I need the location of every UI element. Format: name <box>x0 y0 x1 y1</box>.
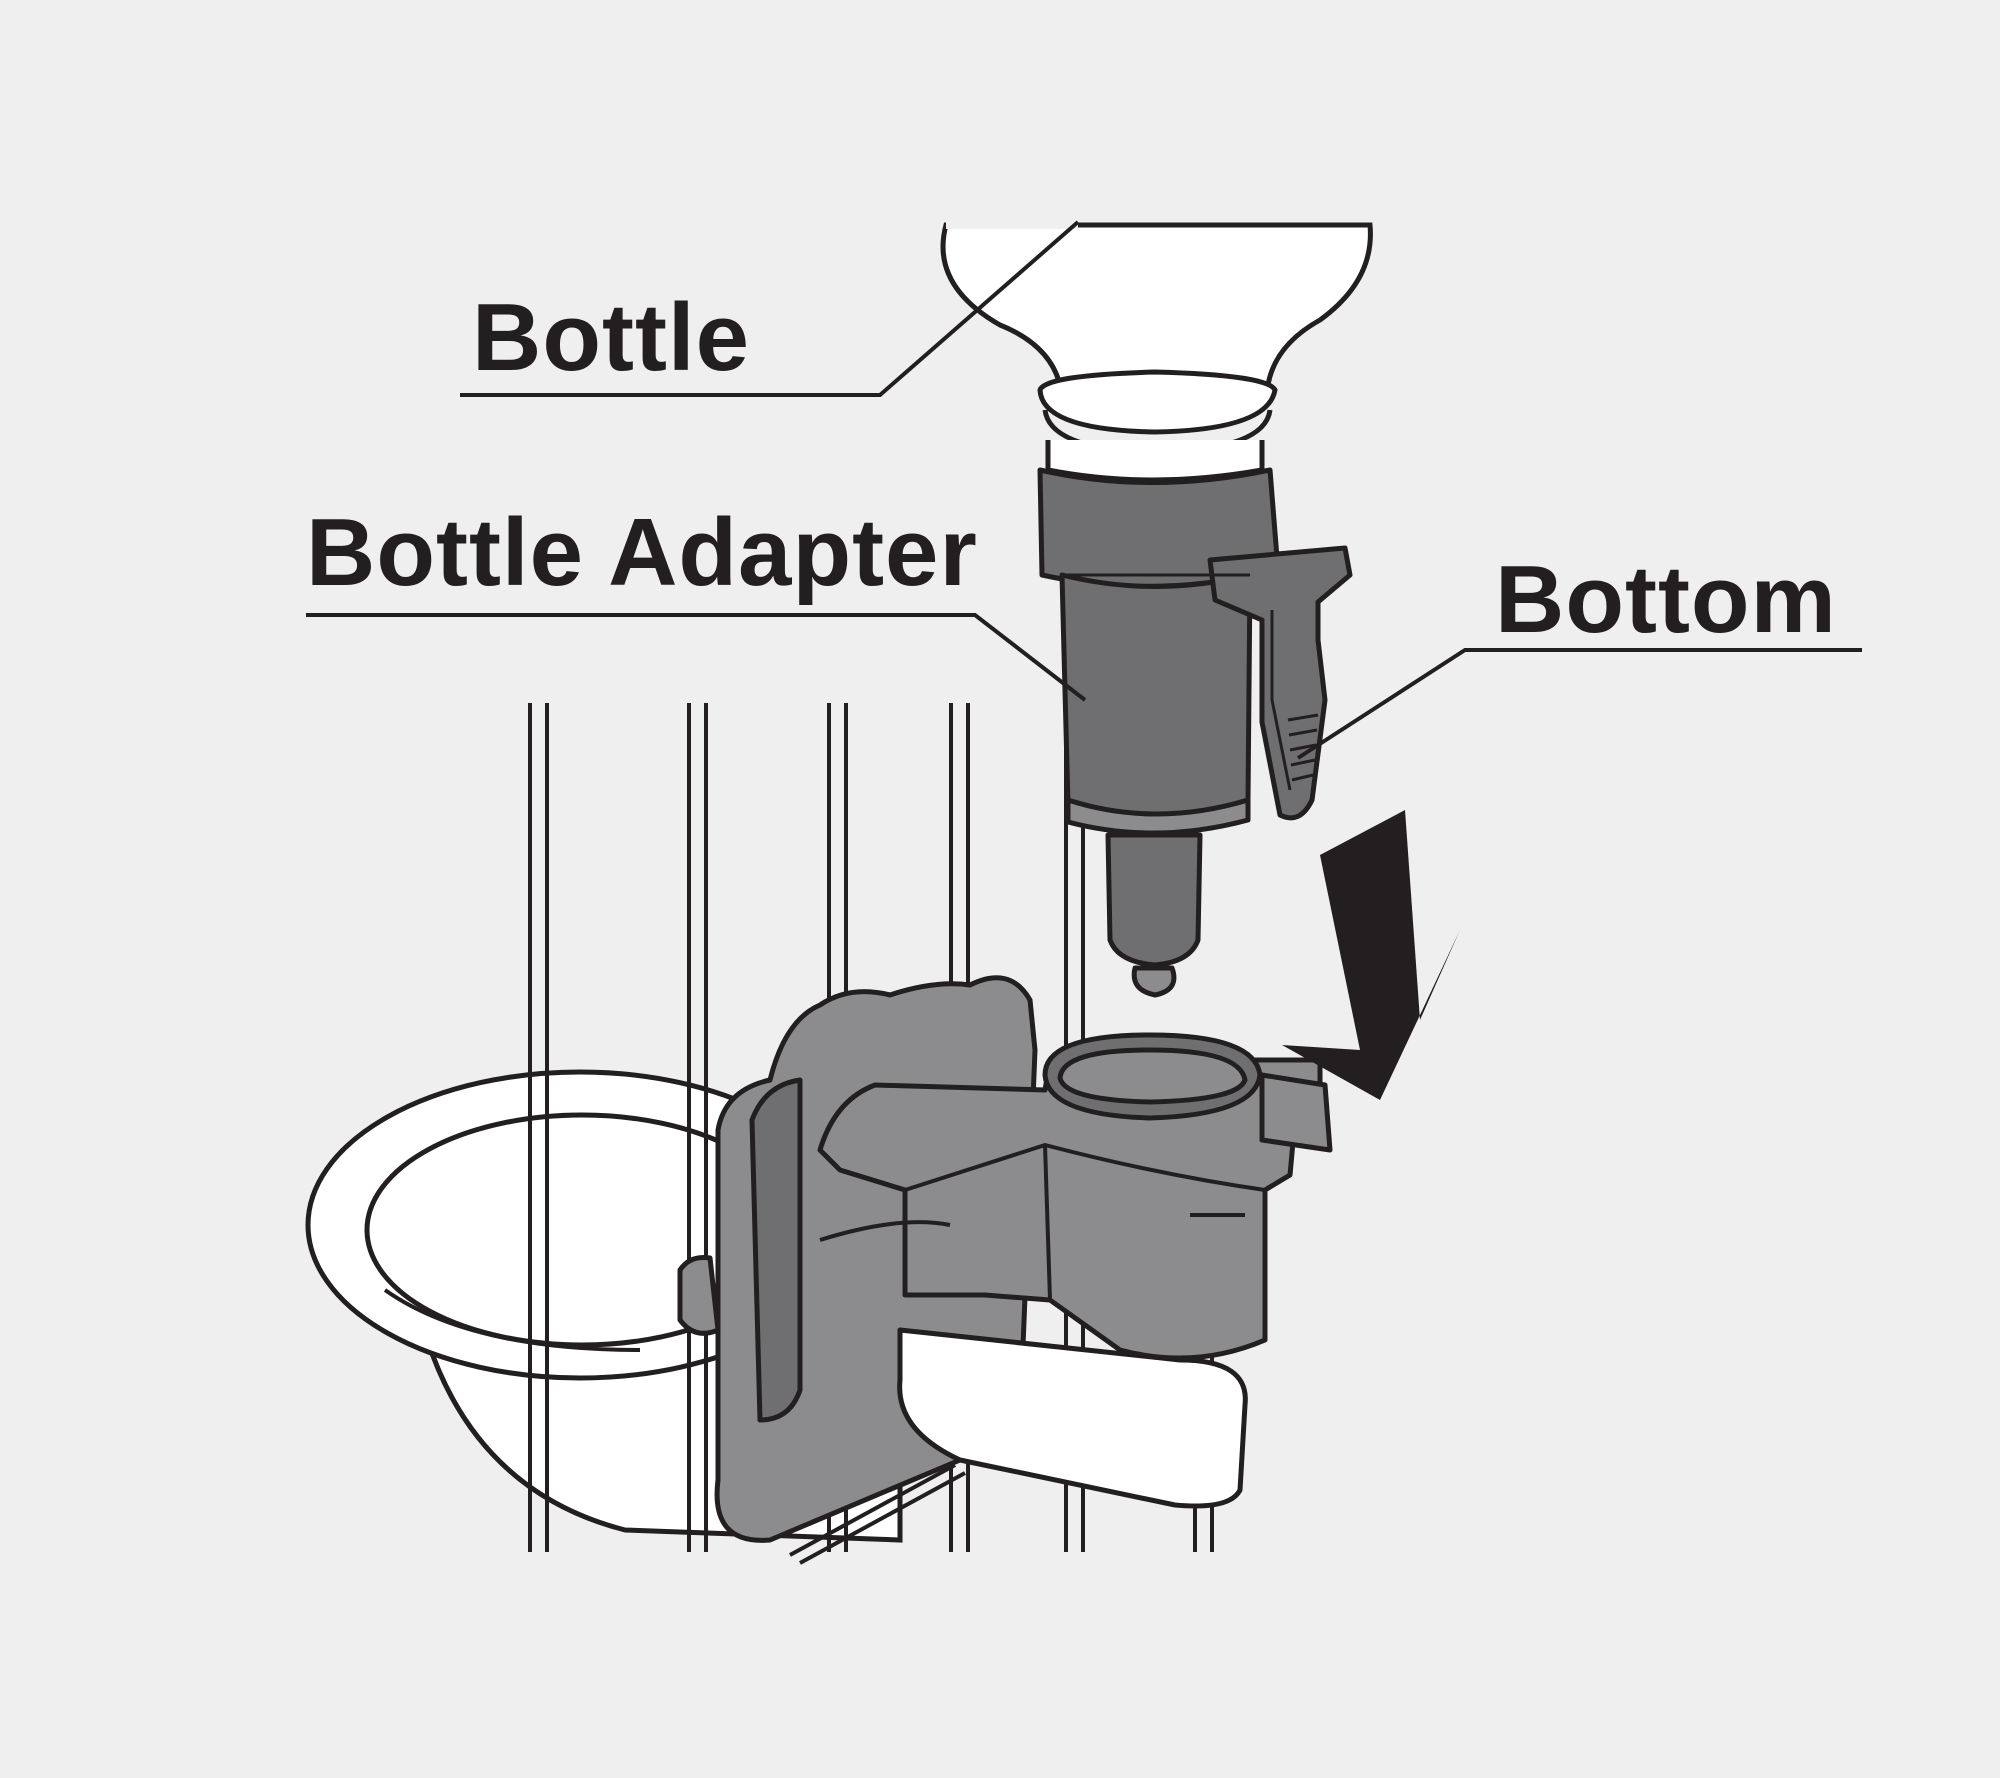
bottle-adapter <box>1037 467 1353 998</box>
bottom-leader-line <box>1296 648 1862 760</box>
bottle-holder <box>677 975 1333 1543</box>
bottle-leader-line <box>460 220 1080 397</box>
bottle <box>940 221 1373 483</box>
down-arrow-icon <box>1282 810 1460 1100</box>
label-bottle-adapter: Bottle Adapter <box>306 499 978 606</box>
label-bottle: Bottle <box>472 284 750 391</box>
label-bottom: Bottom <box>1495 546 1837 653</box>
bottle-adapter-leader-line <box>306 613 1087 702</box>
leader-lines <box>306 220 1862 760</box>
